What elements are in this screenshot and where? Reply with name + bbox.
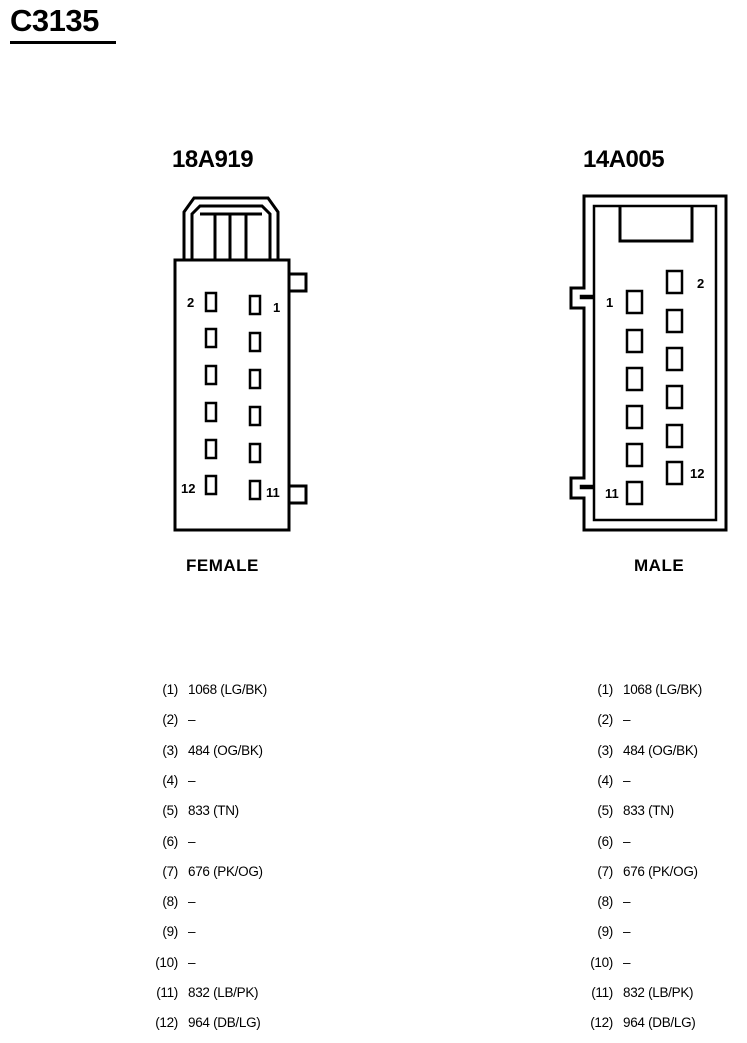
pin-number: (7) [597,863,613,879]
male-pinout-row: (2)– [573,712,630,727]
female-pinout-row: (10)– [138,955,195,970]
male-pinout-row: (4)– [573,773,630,788]
connector-diagram: 2 1 12 11 1 2 11 12 [173,194,728,532]
pin-number: (12) [590,1015,613,1031]
circuit-value: 484 (OG/BK) [188,742,263,758]
pin-number: (8) [162,894,178,910]
male-pinout-row: (6)– [573,834,630,849]
pin-number: (10) [590,954,613,970]
female-pinout-row: (1) 1068 (LG/BK) [138,682,267,697]
pin-number: (5) [162,803,178,819]
pin-number: (8) [597,894,613,910]
pin-number: (2) [597,712,613,728]
female-pinout-row: (11) 832 (LB/PK) [138,985,258,1000]
female-pinout-row: (5) 833 (TN) [138,803,239,818]
male-pinout-row: (3) 484 (OG/BK) [573,743,698,758]
male-pins [625,269,684,506]
circuit-value: 1068 (LG/BK) [188,682,267,697]
male-pinout-row: (8)– [573,894,630,909]
circuit-value: – [188,772,196,788]
male-pinout-row: (5) 833 (TN) [573,803,674,818]
circuit-value: 833 (TN) [188,803,239,819]
pin-number: (5) [597,803,613,819]
circuit-value: – [188,833,196,849]
circuit-value: 964 (DB/LG) [623,1015,696,1031]
circuit-value: 833 (TN) [623,803,674,819]
pin-number: (11) [591,985,613,1000]
circuit-value: – [188,712,196,728]
male-pinout-row: (1) 1068 (LG/BK) [573,682,702,697]
circuit-value: 832 (LB/PK) [188,985,259,1000]
male-pin-label-2: 2 [697,276,704,291]
circuit-value: 1068 (LG/BK) [623,682,702,697]
female-pinout-row: (7) 676 (PK/OG) [138,864,263,879]
pin-number: (12) [155,1015,178,1031]
female-connector-outline [173,196,308,532]
female-pinout-row: (12) 964 (DB/LG) [138,1015,261,1031]
female-gender-label: FEMALE [186,556,259,575]
circuit-value: – [623,894,631,910]
female-pin-label-11: 11 [266,485,280,500]
pin-number: (1) [162,682,178,697]
connector-title: C3135 [10,3,99,38]
pin-number: (2) [162,712,178,728]
male-pinout-row: (9)– [573,924,630,939]
female-pinout-row: (3) 484 (OG/BK) [138,743,263,758]
circuit-value: 484 (OG/BK) [623,742,698,758]
pin-number: (4) [597,772,613,788]
pin-number: (11) [156,985,178,1000]
male-pin-label-12: 12 [690,466,704,481]
pin-number: (7) [162,863,178,879]
male-gender-label: MALE [634,556,685,575]
female-pin-label-1: 1 [273,300,280,315]
circuit-value: 832 (LB/PK) [623,985,694,1000]
circuit-value: – [188,954,196,970]
circuit-value: 676 (PK/OG) [188,863,263,879]
female-pins [204,291,262,501]
circuit-value: – [623,712,631,728]
pin-number: (6) [597,833,613,849]
pin-number: (6) [162,833,178,849]
pin-number: (1) [597,682,613,697]
pin-number: (3) [597,742,613,758]
female-pin-label-2: 2 [187,295,194,310]
female-part-number: 18A919 [172,146,254,173]
female-pinout-row: (6)– [138,834,195,849]
female-pin-label-12: 12 [181,481,195,496]
circuit-value: 676 (PK/OG) [623,863,698,879]
pin-number: (4) [162,772,178,788]
circuit-value: – [623,833,631,849]
circuit-value: 964 (DB/LG) [188,1015,261,1031]
male-connector-outline [569,194,728,532]
male-pinout-row: (12) 964 (DB/LG) [573,1015,696,1031]
male-pin-label-1: 1 [606,295,613,310]
pin-number: (9) [597,924,613,940]
title-underline [10,41,116,44]
circuit-value: – [188,924,196,940]
pin-number: (9) [162,924,178,940]
male-pin-label-11: 11 [605,486,619,501]
circuit-value: – [188,894,196,910]
male-pinout-row: (11) 832 (LB/PK) [573,985,693,1000]
circuit-value: – [623,924,631,940]
circuit-value: – [623,954,631,970]
female-pinout-row: (9)– [138,924,195,939]
circuit-value: – [623,772,631,788]
male-pinout-row: (7) 676 (PK/OG) [573,864,698,879]
female-pinout-row: (4)– [138,773,195,788]
male-pinout-row: (10)– [573,955,630,970]
female-pinout-row: (8)– [138,894,195,909]
pin-number: (10) [155,954,178,970]
female-pinout-row: (2)– [138,712,195,727]
pin-number: (3) [162,742,178,758]
male-part-number: 14A005 [583,146,665,173]
